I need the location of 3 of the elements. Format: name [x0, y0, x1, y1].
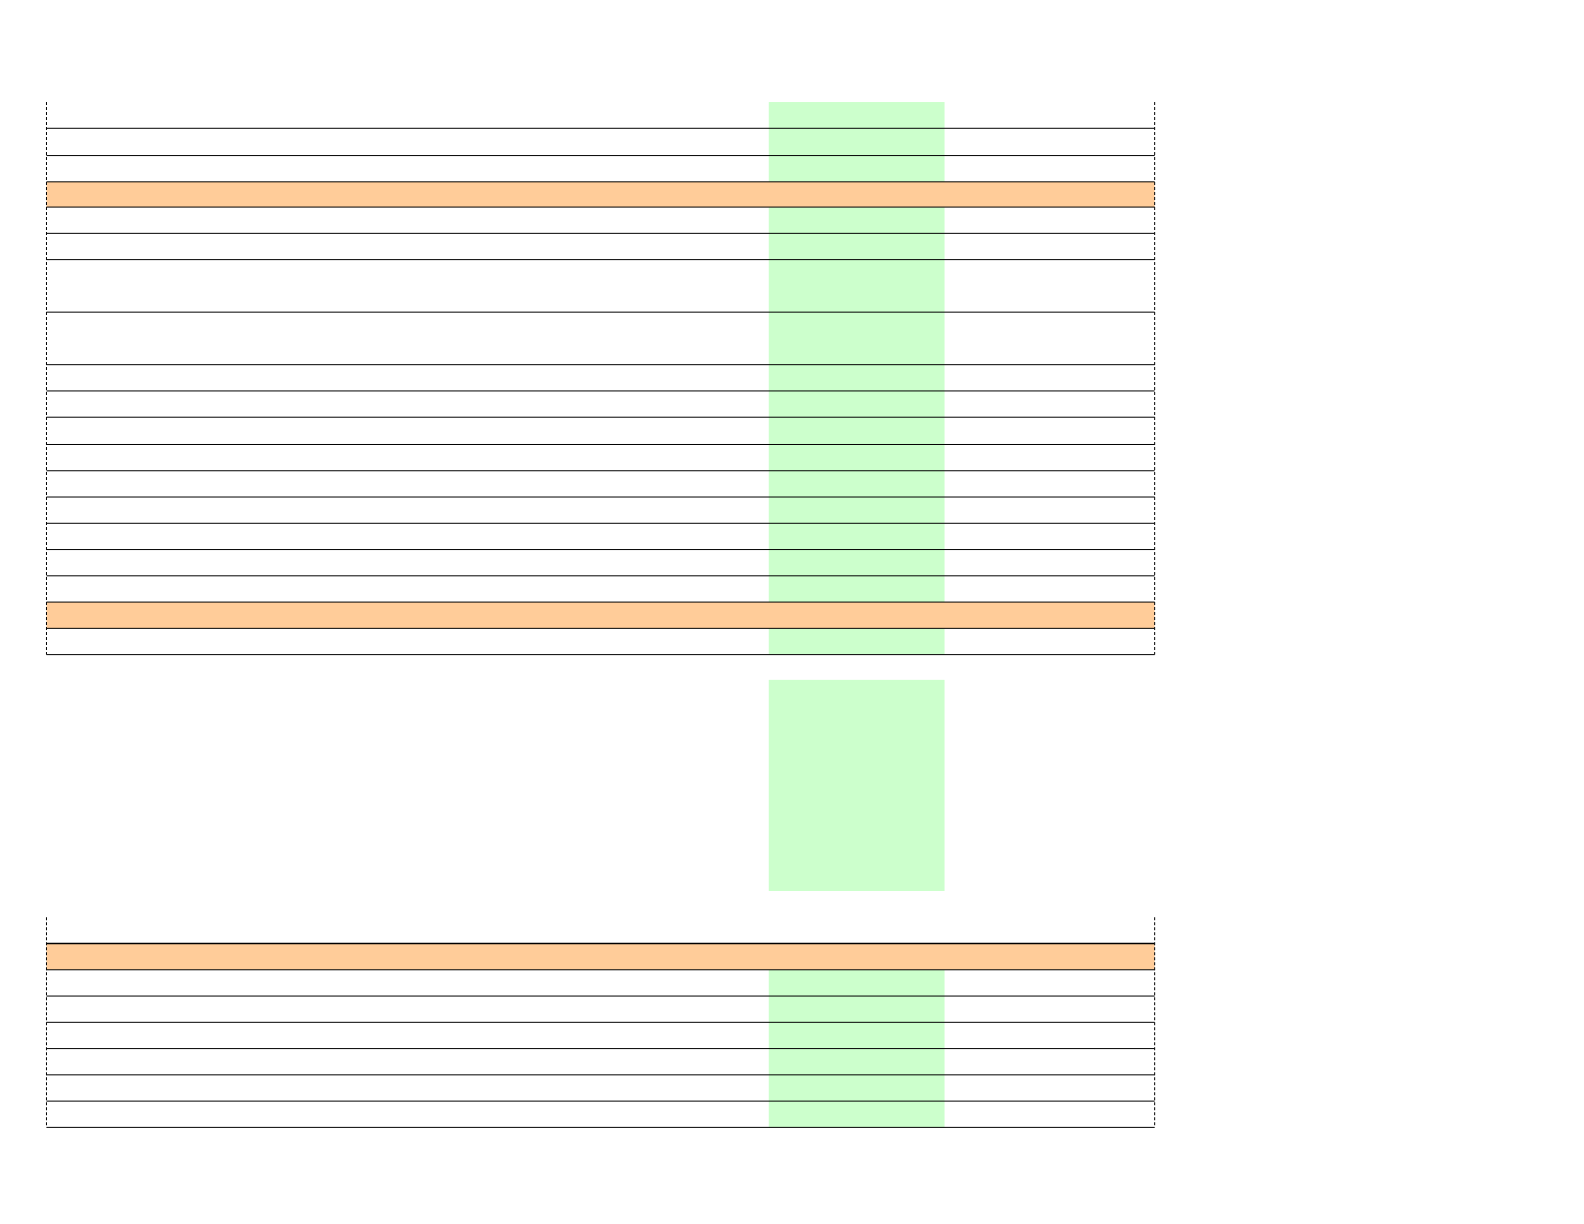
section-band — [46, 943, 1155, 970]
section-band — [46, 602, 1155, 629]
section-band — [46, 181, 1155, 208]
